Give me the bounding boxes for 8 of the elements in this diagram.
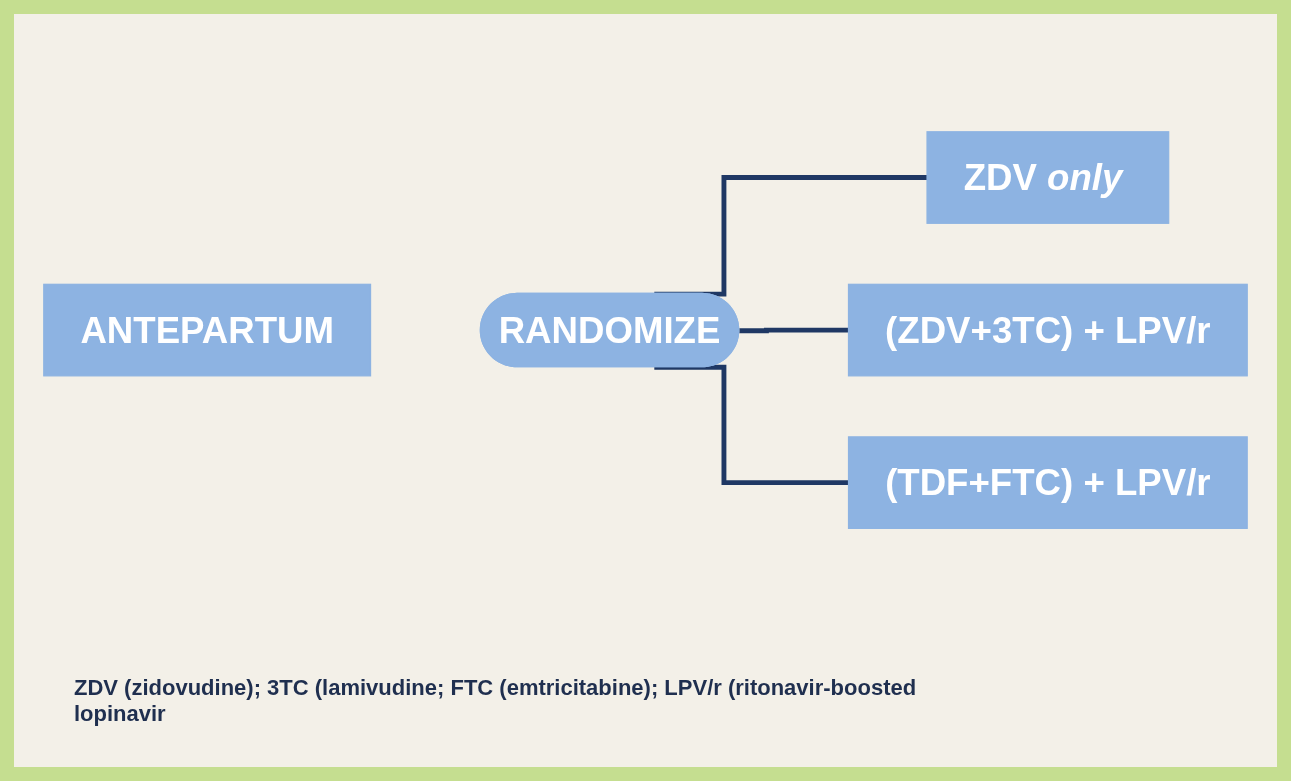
node-box: ZDV only — [926, 131, 1170, 225]
connector — [654, 365, 849, 486]
node-box: ANTEPARTUM — [43, 284, 372, 377]
footnote-text: ZDV (zidovudine); 3TC (lamivudine; FTC (emtricitabine); LPV/r (ritonavir-boosted lopinavir — [74, 675, 918, 727]
connector — [739, 328, 849, 334]
node-box: (TDF+FTC) + LPV/r — [847, 436, 1248, 530]
connector — [654, 175, 928, 297]
node-box: (ZDV+3TC) + LPV/r — [847, 284, 1248, 377]
